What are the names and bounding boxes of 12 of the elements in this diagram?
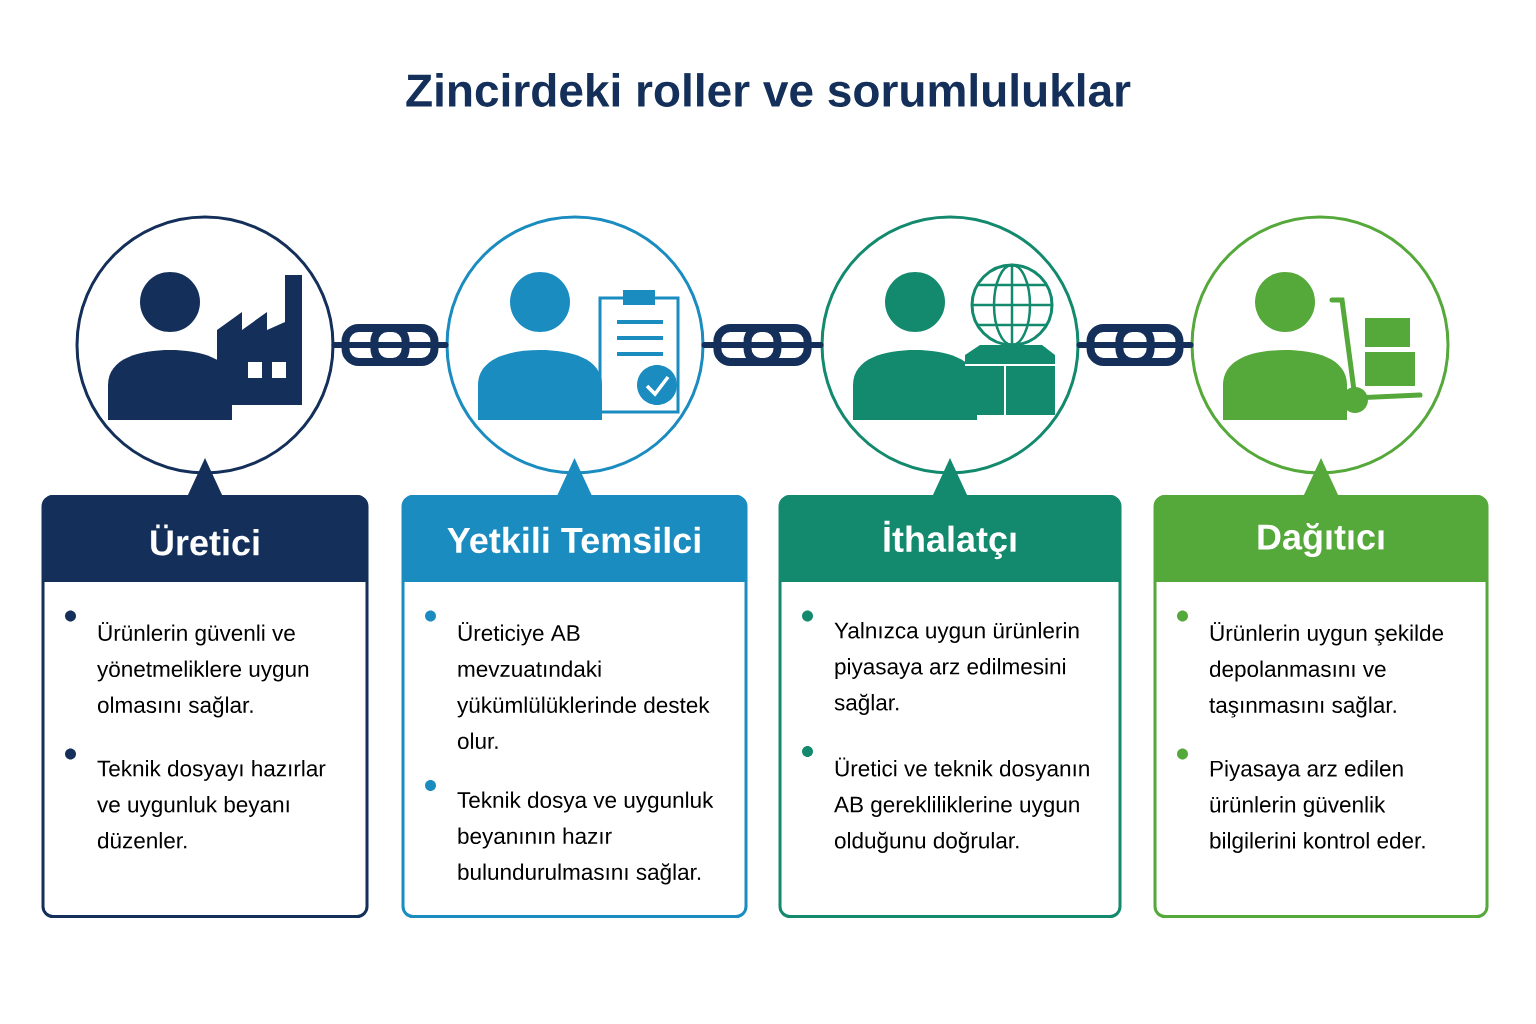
role-card: Yetkili Temsilci Üreticiye AB mevzuatındaki yükümlülüklerinde destek olur. Teknik dosya ve uygunluk beyanının hazır bulundurulmasını sağlar. bbox=[401, 458, 748, 918]
role-circle bbox=[1190, 215, 1450, 475]
chain-link bbox=[1076, 324, 1194, 366]
role-card: İthalatçı Yalnızca uygun ürünlerin piyasaya arz edilmesini sağlar. Üretici ve teknik dosyanın AB gerekliliklerine uygun olduğunu doğrular. bbox=[778, 458, 1122, 918]
role-circle bbox=[75, 215, 335, 475]
role-circle bbox=[445, 215, 705, 475]
chain-link bbox=[331, 324, 449, 366]
role-circle bbox=[820, 215, 1080, 475]
role-card: Dağıtıcı Ürünlerin uygun şekilde depolanmasını ve taşınmasını sağlar. Piyasaya arz edilen ürünlerin güvenlik bilgilerini kontrol eder. bbox=[1153, 458, 1489, 918]
role-card: Üretici Ürünlerin güvenli ve yönetmeliklere uygun olmasını sağlar. Teknik dosyayı hazırlar ve uygunluk beyanı düzenler. bbox=[41, 458, 369, 918]
title: Zincirdeki roller ve sorumluluklar bbox=[406, 73, 1131, 107]
chain-link bbox=[701, 324, 824, 366]
